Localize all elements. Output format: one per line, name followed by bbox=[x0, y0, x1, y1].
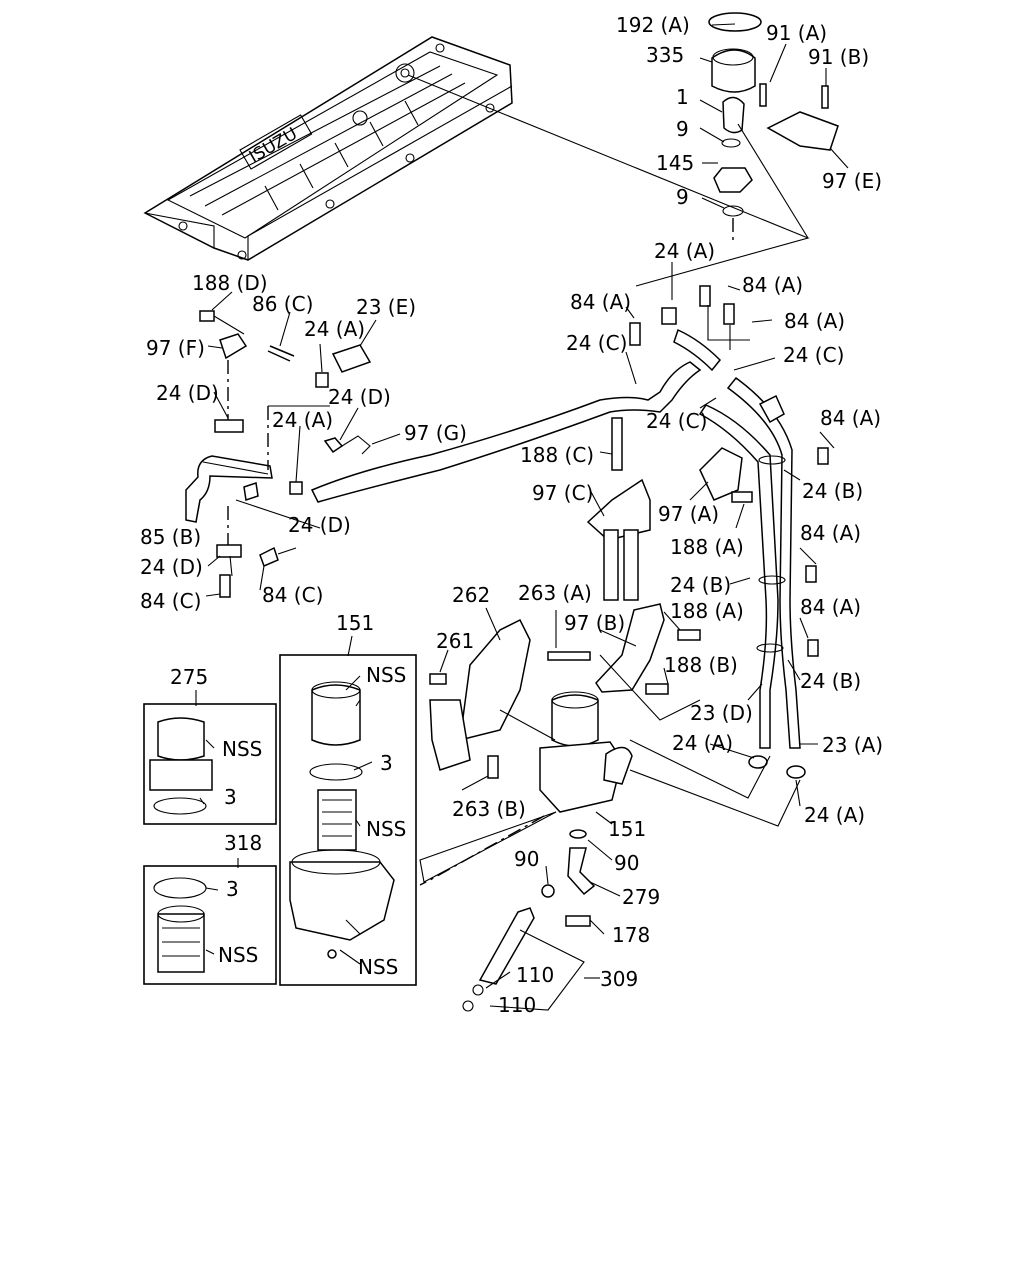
callout-97A: 97 (A) bbox=[658, 502, 719, 526]
short-hose-24C bbox=[673, 328, 722, 372]
callout-97E: 97 (E) bbox=[822, 169, 882, 193]
callout-24D-1: 24 (D) bbox=[156, 381, 219, 405]
callout-84A-1: 84 (A) bbox=[742, 273, 803, 297]
box-318 bbox=[143, 865, 277, 985]
callout-110-1: 110 bbox=[516, 963, 554, 987]
callout-3-1: 3 bbox=[380, 751, 393, 775]
box-151 bbox=[279, 654, 417, 986]
callout-151-top: 151 bbox=[336, 611, 374, 635]
box-275 bbox=[143, 703, 277, 825]
callout-97B: 97 (B) bbox=[564, 611, 625, 635]
callout-91A: 91 (A) bbox=[766, 21, 827, 45]
callout-nss-3: NSS bbox=[366, 817, 406, 841]
callout-24C-1: 24 (C) bbox=[566, 331, 627, 355]
callout-90-2: 90 bbox=[614, 851, 639, 875]
callout-84C-1: 84 (C) bbox=[140, 589, 201, 613]
callout-262: 262 bbox=[452, 583, 490, 607]
callout-97F: 97 (F) bbox=[146, 336, 205, 360]
callout-84A-right-1: 84 (A) bbox=[820, 406, 881, 430]
callout-263B: 263 (B) bbox=[452, 797, 526, 821]
callout-24A-mid: 24 (A) bbox=[672, 731, 733, 755]
callout-23E: 23 (E) bbox=[356, 295, 416, 319]
callout-192A: 192 (A) bbox=[616, 13, 690, 37]
callout-9-upper: 9 bbox=[676, 117, 689, 141]
callout-24A-left-2: 24 (A) bbox=[272, 408, 333, 432]
callout-24A-right: 24 (A) bbox=[804, 803, 865, 827]
callout-84C-2: 84 (C) bbox=[262, 583, 323, 607]
callout-24B-2: 24 (B) bbox=[670, 573, 731, 597]
callout-335: 335 bbox=[646, 43, 684, 67]
callout-24A-left-1: 24 (A) bbox=[304, 317, 365, 341]
callout-90-1: 90 bbox=[514, 847, 539, 871]
callout-nss-4: NSS bbox=[218, 943, 258, 967]
callout-24D-3: 24 (D) bbox=[288, 513, 351, 537]
callout-23A: 23 (A) bbox=[822, 733, 883, 757]
left-pipe-assembly bbox=[185, 310, 372, 598]
leaders-separator bbox=[499, 654, 801, 827]
callout-97C: 97 (C) bbox=[532, 481, 593, 505]
callout-85B: 85 (B) bbox=[140, 525, 201, 549]
callout-263A: 263 (A) bbox=[518, 581, 592, 605]
callout-9-lower: 9 bbox=[676, 185, 689, 209]
callout-24C-3: 24 (C) bbox=[646, 409, 707, 433]
callout-84A-right-3: 84 (A) bbox=[800, 595, 861, 619]
callout-24B-3: 24 (B) bbox=[800, 669, 861, 693]
callout-318: 318 bbox=[224, 831, 262, 855]
callout-24D-2: 24 (D) bbox=[328, 385, 391, 409]
callout-188C: 188 (C) bbox=[520, 443, 594, 467]
oil-separator bbox=[419, 691, 633, 1012]
callout-24A-top: 24 (A) bbox=[654, 239, 715, 263]
callout-84A-right-2: 84 (A) bbox=[800, 521, 861, 545]
callout-3-3: 3 bbox=[226, 877, 239, 901]
callout-91B: 91 (B) bbox=[808, 45, 869, 69]
callout-labels: 192 (A) 91 (A) 335 91 (B) 1 9 145 97 (E)… bbox=[140, 13, 883, 1017]
callout-178: 178 bbox=[612, 923, 650, 947]
brackets bbox=[429, 417, 753, 779]
valve-cover: ISUZU bbox=[143, 36, 513, 261]
callout-nss-2: NSS bbox=[222, 737, 262, 761]
callout-188D: 188 (D) bbox=[192, 271, 268, 295]
callout-188B: 188 (B) bbox=[664, 653, 738, 677]
main-breather-hose bbox=[310, 361, 702, 503]
callout-86C: 86 (C) bbox=[252, 292, 313, 316]
callout-151-mid: 151 bbox=[608, 817, 646, 841]
callout-3-2: 3 bbox=[224, 785, 237, 809]
callout-84A-3: 84 (A) bbox=[784, 309, 845, 333]
callout-nss-1: NSS bbox=[366, 663, 406, 687]
callout-24D-4: 24 (D) bbox=[140, 555, 203, 579]
callout-24B-1: 24 (B) bbox=[802, 479, 863, 503]
riser-hoses bbox=[629, 285, 829, 779]
callout-leaders bbox=[195, 23, 849, 1011]
callout-188A-2: 188 (A) bbox=[670, 599, 744, 623]
callout-24C-2: 24 (C) bbox=[783, 343, 844, 367]
callout-279: 279 bbox=[622, 885, 660, 909]
callout-84A-2: 84 (A) bbox=[570, 290, 631, 314]
callout-nss-5: NSS bbox=[358, 955, 398, 979]
callout-97G: 97 (G) bbox=[404, 421, 467, 445]
callout-261: 261 bbox=[436, 629, 474, 653]
callout-110-2: 110 bbox=[498, 993, 536, 1017]
callout-275: 275 bbox=[170, 665, 208, 689]
pcv-cap-assembly bbox=[708, 12, 839, 243]
callout-1: 1 bbox=[676, 85, 689, 109]
callout-309: 309 bbox=[600, 967, 638, 991]
callout-145: 145 bbox=[656, 151, 694, 175]
callout-23D: 23 (D) bbox=[690, 701, 753, 725]
callout-188A-1: 188 (A) bbox=[670, 535, 744, 559]
